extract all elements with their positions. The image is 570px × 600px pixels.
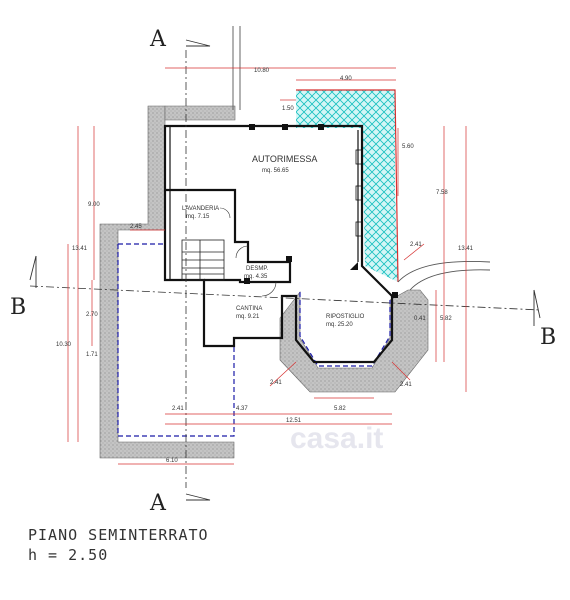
doors xyxy=(219,207,277,297)
dim-diag-right2: 0.41 xyxy=(414,316,426,322)
dim-top-hatch: 4.90 xyxy=(340,76,352,82)
dim-left-total: 13.41 xyxy=(72,246,88,252)
section-a-top: A xyxy=(149,27,167,52)
room-garage-name: AUTORIMESSA xyxy=(252,154,317,164)
room-laundry-name: LAVANDERIA xyxy=(182,206,219,212)
section-lines xyxy=(29,50,541,488)
dim-bot-left: 6.10 xyxy=(166,458,178,464)
room-laundry-area: mq. 7.15 xyxy=(186,214,210,220)
section-b-right: B xyxy=(540,325,556,350)
terrace-boundary xyxy=(296,89,399,283)
dim-bot-total: 12.51 xyxy=(286,418,302,424)
room-storage-area: mq. 4.35 xyxy=(244,274,268,280)
columns xyxy=(244,124,398,298)
section-a-bottom: A xyxy=(149,491,167,516)
watermark-text: casa.it xyxy=(290,422,383,455)
retaining-wall-top xyxy=(164,105,236,121)
dim-bot-d: 2.41 xyxy=(400,382,412,388)
windows xyxy=(355,149,363,237)
room-cellar-name: CANTINA xyxy=(236,306,262,312)
blue-dashed-outline xyxy=(117,126,235,437)
terrace-hatch xyxy=(296,90,398,282)
dim-left-upper: 9.00 xyxy=(88,202,100,208)
dim-bot-a: 2.41 xyxy=(172,406,184,412)
dim-diag-right: 2.41 xyxy=(410,242,422,248)
dimension-lines xyxy=(67,67,467,465)
dim-right-main: 7.58 xyxy=(436,190,448,196)
dim-top-total: 10.80 xyxy=(254,68,270,74)
dim-top-small: 1.50 xyxy=(282,106,294,112)
room-garage-area: mq. 56.65 xyxy=(262,168,289,174)
dim-left-lower: 10.30 xyxy=(56,342,72,348)
external-curves xyxy=(397,261,491,291)
retaining-wall-left xyxy=(99,105,235,459)
room-closet-name: RIPOSTIGLIO xyxy=(326,314,365,320)
dim-bot-e: 5.82 xyxy=(334,406,346,412)
section-b-left: B xyxy=(10,295,26,320)
retaining-wall-bottom xyxy=(279,289,429,393)
dim-bot-b: 4.37 xyxy=(236,406,248,412)
room-cellar-area: mq. 9.21 xyxy=(236,314,260,320)
dim-left-mid: 2.70 xyxy=(86,312,98,318)
dim-right-total: 13.41 xyxy=(458,246,474,252)
staircase xyxy=(181,239,225,281)
section-arrows xyxy=(29,39,541,501)
floor-height: h = 2.50 xyxy=(28,546,109,564)
room-closet-area: mq. 25.20 xyxy=(326,322,353,328)
dim-bot-c: 2.41 xyxy=(270,380,282,386)
room-storage-name: DESMP. xyxy=(246,266,269,272)
dim-top-left-step: 2.45 xyxy=(130,224,142,230)
dim-left-small: 1.71 xyxy=(86,352,98,358)
dim-right-hatch: 5.60 xyxy=(402,144,414,150)
walls xyxy=(163,124,394,364)
dim-right-low: 5.82 xyxy=(440,316,452,322)
blue-dashed-outline-2 xyxy=(299,292,391,367)
floor-title: PIANO SEMINTERRATO xyxy=(28,526,209,544)
